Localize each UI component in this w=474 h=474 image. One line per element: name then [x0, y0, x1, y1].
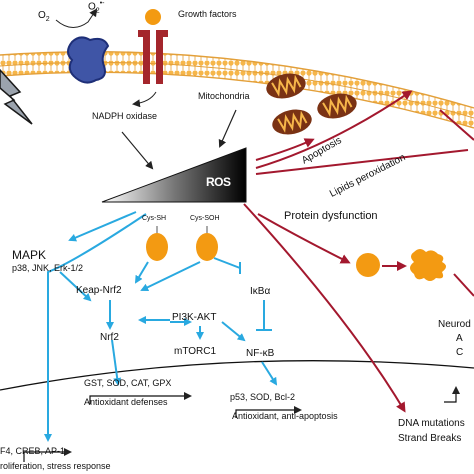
- ros-label: ROS: [206, 175, 231, 189]
- ikba-label: IκBα: [250, 286, 271, 297]
- o2-label: O2: [38, 10, 50, 23]
- mtorc1-label: mTORC1: [174, 346, 217, 357]
- native-protein-icon: [356, 253, 380, 277]
- strand-breaks-label: Strand Breaks: [398, 433, 462, 444]
- keap-nrf2-label: Keap-Nrf2: [76, 285, 122, 296]
- nfkb-label: NF-κB: [246, 348, 275, 359]
- blue-arrows: [44, 211, 278, 442]
- gst-genes-label: GST, SOD, CAT, GPX: [84, 378, 172, 388]
- mapk-label: MAPK: [12, 248, 47, 262]
- antioxidant-defenses-label: Antioxidant defenses: [84, 397, 168, 407]
- cys-proteins: [146, 226, 218, 261]
- nuclear-membrane: [0, 360, 474, 391]
- lightning-icon: [0, 68, 33, 125]
- nadph-oxidase-label: NADPH oxidase: [92, 111, 158, 121]
- antiapoptosis-label: Antioxidant, anti-apoptosis: [232, 411, 338, 421]
- protein-dysfunction-label: Protein dysfunction: [284, 210, 378, 222]
- pi3k-akt-label: PI3K-AKT: [172, 312, 217, 323]
- gene-arrows: [23, 386, 460, 462]
- p53-genes-label: p53, SOD, Bcl-2: [230, 392, 296, 402]
- neurod-line2: A: [456, 333, 463, 344]
- ros-wedge: [101, 147, 247, 203]
- superoxide-label: O2•-: [88, 0, 105, 15]
- proliferation-label: roliferation, stress response: [0, 461, 111, 471]
- nadph-oxidase-icon: [67, 36, 110, 84]
- atf4-genes-label: F4, CREB, AP-1: [0, 446, 66, 456]
- growth-factor-receptor-icon: [138, 9, 168, 84]
- nrf2-label: Nrf2: [100, 332, 119, 343]
- neurod-label: Neurod: [438, 319, 471, 330]
- misfolded-protein-icon: [410, 249, 446, 281]
- mitochondria-label: Mitochondria: [198, 91, 250, 101]
- cys-sh-label: Cys-SH: [142, 215, 167, 222]
- growth-factors-label: Growth factors: [178, 9, 237, 19]
- mapk-members-label: p38, JNK, Erk-1/2: [12, 263, 84, 273]
- red-arrows: [243, 90, 474, 413]
- cys-soh-label: Cys-SOH: [190, 215, 220, 222]
- mitochondria-icon: [266, 73, 357, 135]
- neurod-line3: C: [456, 347, 464, 358]
- dna-mutations-label: DNA mutations: [398, 418, 465, 429]
